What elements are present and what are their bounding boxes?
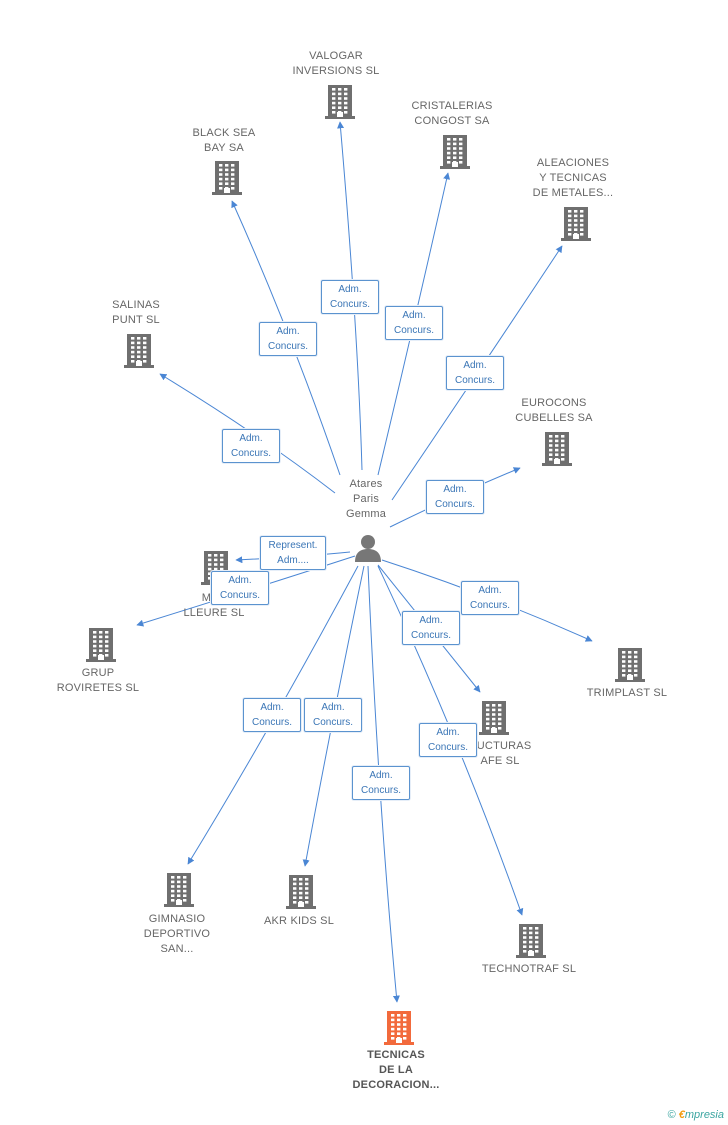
building-icon — [479, 701, 509, 735]
company-label-estructuras[interactable]: RUCTURAS AFE SL — [468, 740, 532, 767]
building-icon — [384, 1011, 414, 1045]
brand-e: € — [678, 1109, 685, 1121]
company-label-technotraf[interactable]: TECHNOTRAF SL — [481, 963, 577, 975]
relation-label-grup[interactable]: Adm. Concurs. — [211, 571, 269, 605]
company-label-grup[interactable]: GRUP ROVIRETES SL — [56, 667, 140, 694]
building-icon — [561, 207, 591, 241]
relation-label-cristalerias[interactable]: Adm. Concurs. — [385, 306, 443, 340]
building-icon — [124, 334, 154, 368]
building-icon — [542, 432, 572, 466]
company-label-aleaciones[interactable]: ALEACIONES Y TECNICAS DE METALES... — [532, 157, 614, 199]
company-label-akr[interactable]: AKR KIDS SL — [263, 915, 335, 927]
building-icon — [440, 135, 470, 169]
company-label-valogar[interactable]: VALOGAR INVERSIONS SL — [292, 50, 380, 77]
building-icon — [164, 873, 194, 907]
person-icon — [355, 535, 381, 562]
building-icon — [86, 628, 116, 662]
company-label-tecnicas[interactable]: TECNICAS DE LA DECORACION... — [352, 1049, 440, 1091]
relation-label-akr[interactable]: Adm. Concurs. — [304, 698, 362, 732]
company-node-cristalerias[interactable] — [440, 135, 470, 174]
company-label-blacksea[interactable]: BLACK SEA BAY SA — [192, 127, 256, 154]
relation-label-meslleure[interactable]: Represent. Adm.... — [260, 536, 326, 570]
company-node-grup[interactable] — [86, 628, 116, 667]
company-node-aleaciones[interactable] — [561, 207, 591, 246]
company-node-estructuras[interactable] — [479, 701, 509, 740]
company-node-tecnicas[interactable] — [384, 1011, 414, 1050]
empresia-logo: © €mpresia — [668, 1109, 724, 1121]
building-icon — [325, 85, 355, 119]
company-node-trimplast[interactable] — [615, 648, 645, 687]
company-label-eurocons[interactable]: EUROCONS CUBELLES SA — [515, 397, 593, 424]
relation-label-technotraf[interactable]: Adm. Concurs. — [419, 723, 477, 757]
person-node[interactable] — [352, 532, 384, 564]
brand-text: mpresia — [684, 1109, 724, 1121]
building-icon — [615, 648, 645, 682]
building-icon — [516, 924, 546, 958]
relation-label-valogar[interactable]: Adm. Concurs. — [321, 280, 379, 314]
relation-label-blacksea[interactable]: Adm. Concurs. — [259, 322, 317, 356]
company-label-trimplast[interactable]: TRIMPLAST SL — [586, 687, 668, 699]
company-node-eurocons[interactable] — [542, 432, 572, 471]
person-name: Atares Paris Gemma — [345, 478, 387, 520]
company-label-salinas[interactable]: SALINAS PUNT SL — [112, 299, 160, 326]
company-node-akr[interactable] — [286, 875, 316, 914]
relation-label-aleaciones[interactable]: Adm. Concurs. — [446, 356, 504, 390]
relation-label-gimnasio[interactable]: Adm. Concurs. — [243, 698, 301, 732]
building-icon — [212, 161, 242, 195]
company-node-blacksea[interactable] — [212, 161, 242, 200]
company-node-salinas[interactable] — [124, 334, 154, 373]
relation-label-eurocons[interactable]: Adm. Concurs. — [426, 480, 484, 514]
company-label-gimnasio[interactable]: GIMNASIO DEPORTIVO SAN... — [143, 913, 211, 955]
building-icon — [286, 875, 316, 909]
company-label-cristalerias[interactable]: CRISTALERIAS CONGOST SA — [411, 100, 493, 127]
company-node-gimnasio[interactable] — [164, 873, 194, 912]
company-node-technotraf[interactable] — [516, 924, 546, 963]
copyright-symbol: © — [667, 1109, 676, 1121]
relation-label-tecnicas[interactable]: Adm. Concurs. — [352, 766, 410, 800]
relation-label-trimplast[interactable]: Adm. Concurs. — [461, 581, 519, 615]
company-node-valogar[interactable] — [325, 85, 355, 124]
relation-label-estructuras[interactable]: Adm. Concurs. — [402, 611, 460, 645]
relation-label-salinas[interactable]: Adm. Concurs. — [222, 429, 280, 463]
